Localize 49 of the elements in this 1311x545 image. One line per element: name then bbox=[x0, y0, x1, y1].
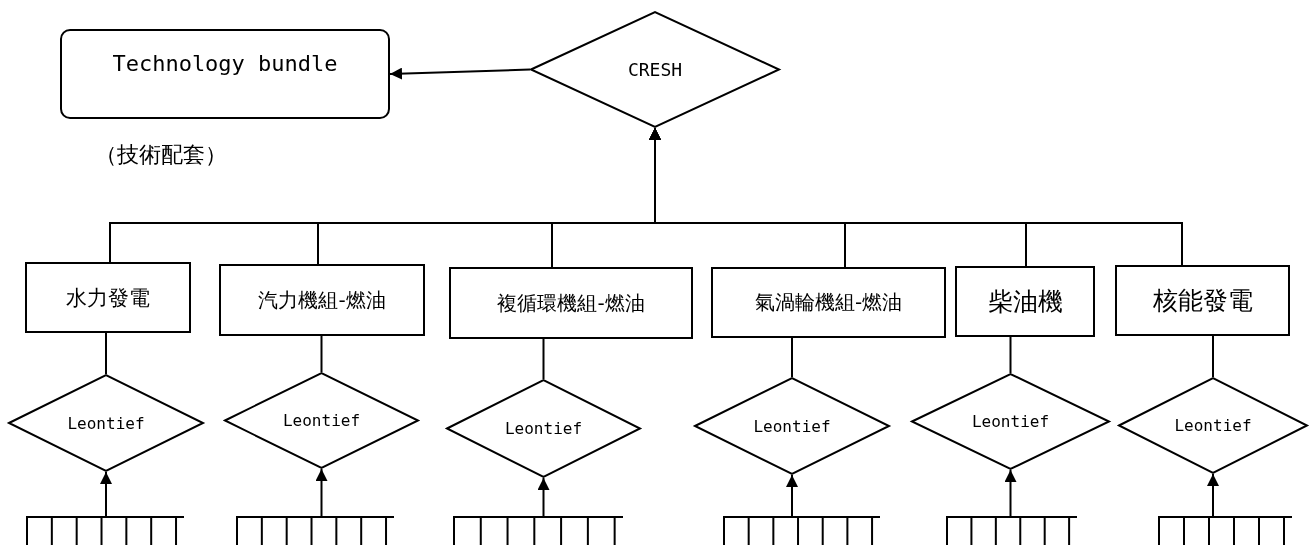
connector-line bbox=[1212, 335, 1214, 378]
arrow bbox=[1004, 469, 1017, 517]
node-label: Leontief bbox=[753, 416, 831, 436]
node-label: Leontief bbox=[67, 413, 145, 433]
comb-symbol bbox=[1158, 516, 1292, 545]
decision-diamond bbox=[1118, 377, 1308, 474]
process-box bbox=[955, 266, 1095, 337]
decision-diamond bbox=[530, 11, 780, 128]
process-box bbox=[219, 264, 425, 336]
connector-line bbox=[791, 337, 793, 378]
decision-diamond bbox=[8, 374, 204, 472]
arrow bbox=[315, 468, 328, 517]
comb-symbol bbox=[453, 516, 623, 545]
node-label: CRESH bbox=[627, 59, 683, 80]
process-box bbox=[1115, 265, 1290, 336]
node-label: Leontief bbox=[504, 419, 583, 438]
arrow bbox=[389, 67, 531, 80]
process-box bbox=[711, 267, 946, 338]
process-box bbox=[25, 262, 191, 333]
comb-symbol bbox=[723, 516, 880, 545]
connector-line bbox=[105, 332, 107, 375]
connector-line bbox=[1009, 336, 1012, 374]
node-label: 核能發電 bbox=[1152, 285, 1253, 317]
decision-diamond bbox=[694, 377, 890, 475]
arrow bbox=[649, 127, 1183, 266]
process-box bbox=[449, 267, 693, 339]
node-label: 汽力機組-燃油 bbox=[258, 286, 386, 314]
arrow bbox=[100, 471, 112, 517]
node-label: 氣渦輪機組-燃油 bbox=[754, 289, 903, 316]
connector-line bbox=[542, 338, 545, 380]
connector-line bbox=[320, 335, 323, 373]
node-label: 柴油機 bbox=[987, 286, 1063, 318]
decision-diamond bbox=[446, 379, 641, 478]
node-label: Technology bundle bbox=[112, 51, 338, 76]
comb-symbol bbox=[946, 516, 1077, 545]
node-label: Leontief bbox=[1174, 416, 1252, 435]
arrow bbox=[537, 477, 550, 517]
arrow bbox=[1207, 473, 1219, 517]
comb-symbol bbox=[26, 516, 184, 545]
caption-text: （技術配套） bbox=[95, 141, 227, 169]
decision-diamond bbox=[911, 373, 1110, 470]
node-label: 水力發電 bbox=[66, 284, 150, 312]
node-label: Leontief bbox=[971, 412, 1050, 431]
node-label: 複循環機組-燃油 bbox=[497, 289, 645, 317]
comb-symbol bbox=[236, 516, 394, 545]
arrow bbox=[786, 474, 798, 517]
node-label: Leontief bbox=[282, 411, 361, 430]
decision-diamond bbox=[224, 372, 419, 469]
rounded-box bbox=[60, 29, 390, 119]
